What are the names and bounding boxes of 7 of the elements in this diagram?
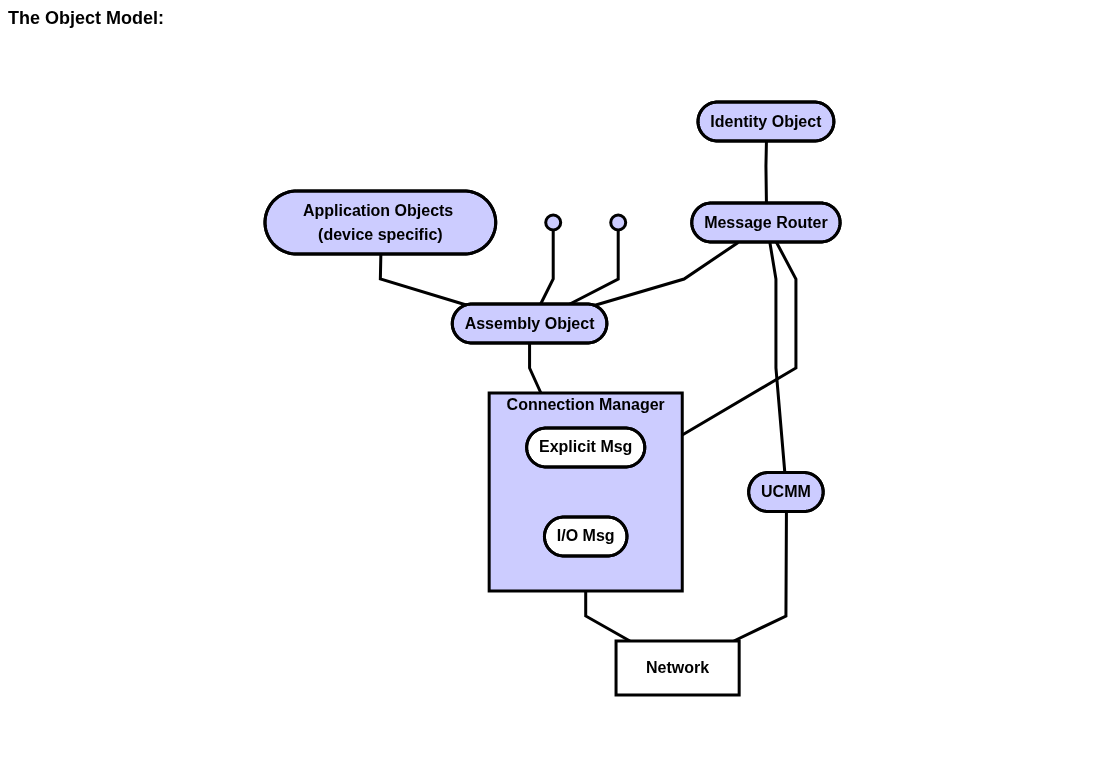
connector [378, 254, 468, 307]
connector [764, 141, 768, 204]
node-box: Network [614, 639, 741, 697]
node-circle [609, 213, 628, 232]
diagram-title: The Object Model: [8, 8, 164, 29]
node-circle [544, 213, 563, 232]
connector [528, 343, 543, 394]
